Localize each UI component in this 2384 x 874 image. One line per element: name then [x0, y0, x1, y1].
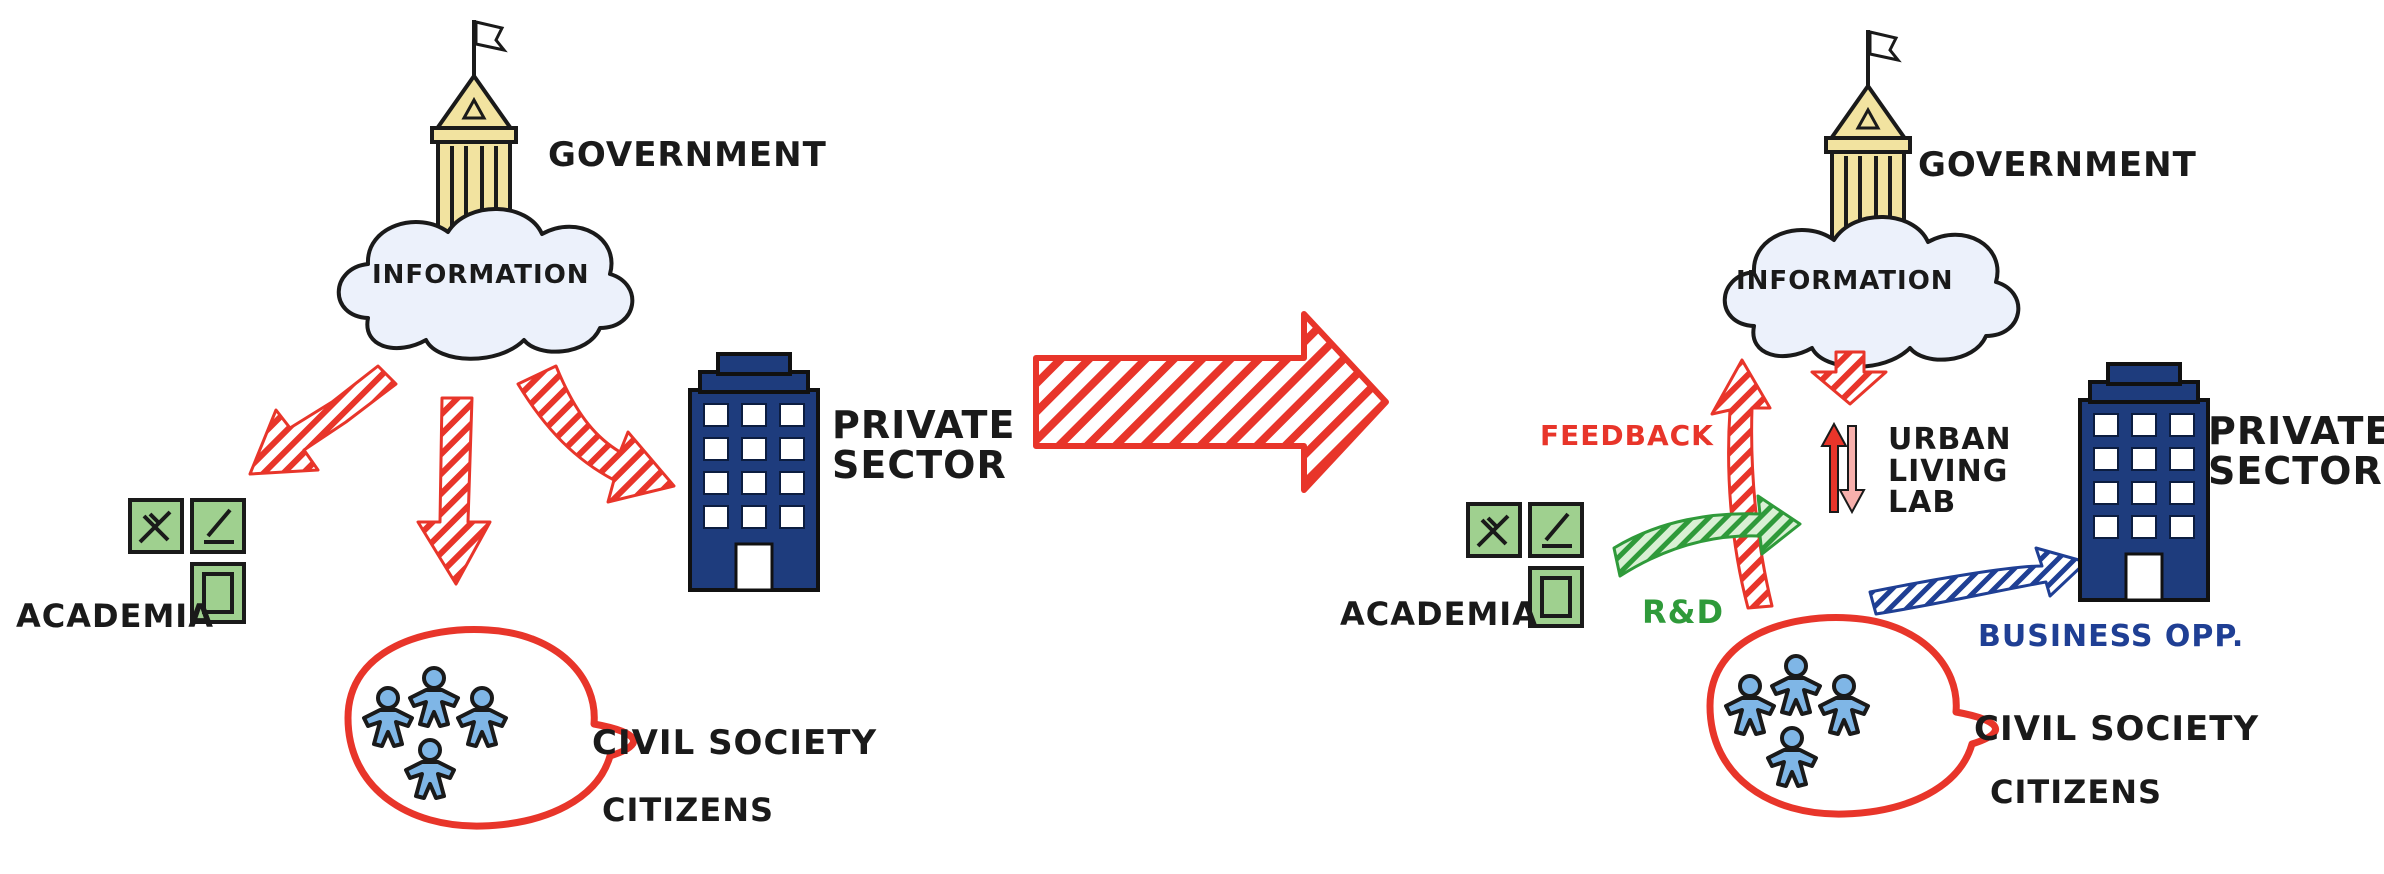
right-urban-living-lab-label: URBAN LIVING LAB	[1888, 422, 2012, 520]
left-office-building-icon	[688, 352, 820, 592]
left-arrow-to-citizens	[416, 396, 492, 586]
left-government-label: GOVERNMENT	[548, 135, 827, 175]
left-academia-label: ACADEMIA	[16, 597, 214, 635]
right-business-label: BUSINESS OPP.	[1978, 619, 2245, 654]
right-government-label: GOVERNMENT	[1918, 145, 2197, 185]
left-arrow-to-private	[516, 364, 676, 504]
right-panel	[1466, 28, 2210, 815]
left-arrow-to-academia	[248, 364, 398, 476]
right-rd-arrow	[1612, 494, 1802, 578]
right-rd-label: R&D	[1642, 593, 1725, 631]
right-citizens-label: CITIZENS	[1990, 773, 2163, 811]
center-hatched-arrow-icon	[1033, 311, 1389, 493]
right-feedback-label: FEEDBACK	[1540, 419, 1714, 452]
left-civil-society-bubble	[348, 630, 634, 827]
right-civil-society-bubble	[1710, 618, 1996, 815]
left-information-label: INFORMATION	[372, 260, 590, 290]
right-civil-society-label: CIVIL SOCIETY	[1974, 709, 2260, 749]
right-business-arrow	[1868, 546, 2088, 616]
left-citizens-label: CITIZENS	[602, 791, 775, 829]
right-exchange-arrows-icon	[1820, 421, 1866, 515]
left-civil-society-label: CIVIL SOCIETY	[592, 723, 878, 763]
right-info-down-arrow	[1810, 350, 1888, 406]
right-private-sector-label: PRIVATE SECTOR	[2208, 409, 2384, 493]
left-panel	[128, 18, 820, 827]
right-feedback-arrow	[1710, 358, 1774, 610]
left-private-sector-label: PRIVATE SECTOR	[832, 403, 1016, 487]
right-information-label: INFORMATION	[1736, 266, 1954, 296]
right-office-building-icon	[2078, 362, 2210, 602]
right-academia-label: ACADEMIA	[1340, 595, 1538, 633]
